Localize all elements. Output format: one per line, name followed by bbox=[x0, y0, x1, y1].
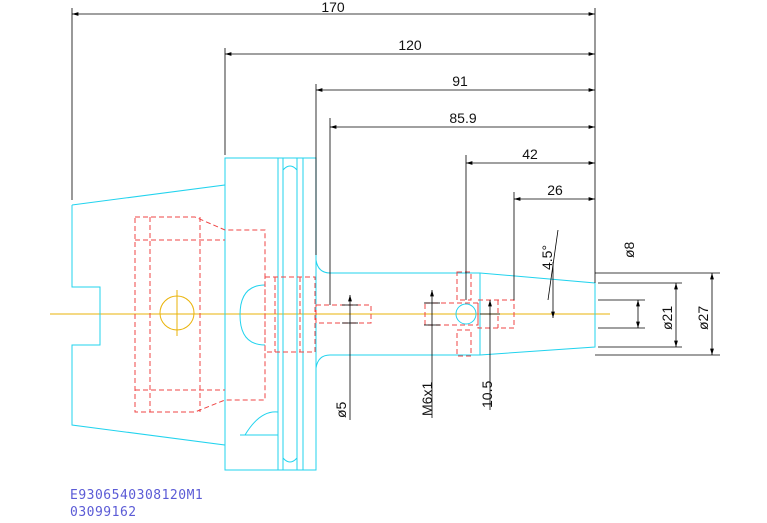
diameter-dimensions: ø8 ø21 ø27 bbox=[595, 241, 720, 356]
dim-10-5: 10.5 bbox=[479, 381, 495, 408]
dim-dia8: ø8 bbox=[621, 241, 637, 258]
part-code: E9306540308120M1 bbox=[70, 488, 204, 503]
dim-85-9: 85.9 bbox=[449, 110, 476, 126]
angle-dimension: 4.5° bbox=[539, 229, 559, 318]
hidden-lines bbox=[134, 216, 515, 413]
lower-dimensions: ø5 M6x1 10.5 bbox=[333, 290, 500, 420]
dim-120: 120 bbox=[398, 37, 422, 53]
dim-170: 170 bbox=[321, 0, 345, 15]
dim-angle: 4.5° bbox=[539, 245, 555, 270]
part-number: 03099162 bbox=[70, 505, 137, 520]
dim-91: 91 bbox=[452, 73, 468, 89]
dim-dia27: ø27 bbox=[695, 306, 711, 330]
dim-dia5: ø5 bbox=[333, 401, 349, 418]
horizontal-dimensions: 170 120 91 85.9 42 26 bbox=[71, 0, 596, 305]
taper-shank bbox=[71, 184, 226, 446]
dim-26: 26 bbox=[547, 182, 563, 198]
dim-42: 42 bbox=[522, 146, 538, 162]
flange bbox=[224, 157, 317, 471]
cross-hole bbox=[455, 303, 477, 325]
dim-dia21: ø21 bbox=[659, 306, 675, 330]
dim-m6: M6x1 bbox=[419, 382, 435, 416]
